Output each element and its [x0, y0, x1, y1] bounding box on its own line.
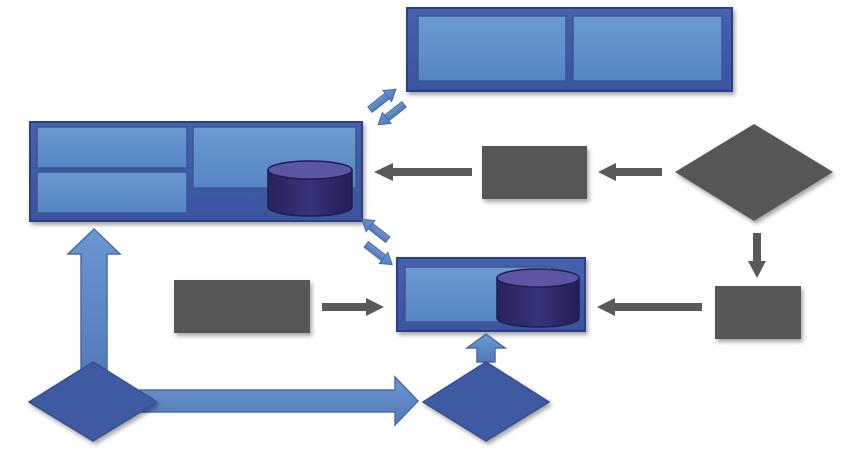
double-arrow-top [367, 88, 407, 126]
big-arrow-right-to-diamond [139, 375, 420, 427]
gray-box-bottom-right [715, 286, 801, 339]
arrow-left-graybox-to-middle-panel [322, 298, 384, 316]
arrow-bottom-graybox-to-middle-panel [597, 298, 702, 316]
left-panel-pane-bottom-left [36, 171, 188, 214]
gray-box-middle-right [482, 146, 587, 199]
gray-box-left [174, 280, 310, 333]
arrow-diamond-down [748, 233, 766, 278]
top-panel-pane-right [572, 15, 723, 82]
small-arrow-up-to-middle-panel [464, 333, 508, 363]
blue-diamond-left [27, 361, 159, 442]
left-panel-pane-top-left [36, 126, 188, 169]
gray-decision-diamond [675, 124, 833, 221]
arrow-graybox-to-left-panel [374, 163, 472, 181]
blue-diamond-middle [421, 361, 551, 442]
big-arrow-up-to-left-panel [66, 227, 122, 386]
top-panel [406, 7, 733, 92]
left-panel [29, 121, 363, 222]
top-panel-pane-left [417, 15, 567, 82]
database-cylinder-icon [267, 160, 353, 217]
arrow-diamond-to-graybox [598, 163, 662, 181]
database-cylinder-icon [496, 268, 580, 328]
middle-panel [396, 257, 586, 332]
double-arrow-bottom [361, 218, 393, 266]
